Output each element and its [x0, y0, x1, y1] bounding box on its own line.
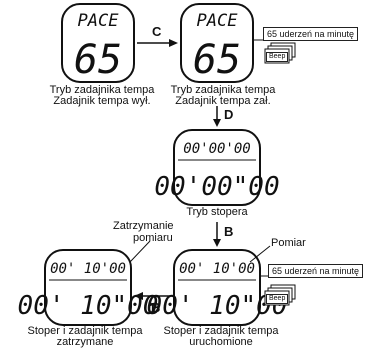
caption-running: Stoper i zadajnik tempa uruchomione [141, 326, 301, 348]
arrow-b-down-label: B [224, 224, 234, 239]
lcd-frame-stopped [44, 249, 132, 326]
lcd-frame-stopwatch [173, 129, 261, 206]
caption-pace-on-line1: Tryb zadajnika tempa [170, 84, 276, 96]
leader-measurement [249, 245, 271, 263]
lcd-frame-pace-on [180, 3, 254, 83]
beep-label-top: Beep [266, 52, 289, 62]
bpm-callout-bottom: 65 uderzeń na minutę [268, 264, 364, 278]
stop-measure-label-line2: pomiaru [133, 232, 173, 244]
caption-running-line1: Stoper i zadajnik tempa [163, 325, 279, 337]
caption-pace-off: Tryb zadajnika tempa Zadajnik tempa wył. [22, 85, 182, 107]
arrow-c-label: C [152, 24, 162, 39]
stopwatch-top: 00'00'00 [183, 141, 250, 157]
arrow-b-down [213, 222, 221, 247]
caption-pace-on: Tryb zadajnika tempa Zadajnik tempa zał. [143, 85, 303, 107]
arrow-d [213, 106, 221, 127]
lcd-frame-running [173, 249, 261, 326]
leader-stop-measure [129, 240, 151, 263]
stopped-top: 00' 10'00 [50, 261, 126, 277]
arrow-b-left [134, 292, 170, 300]
pace-on-main: 65 [193, 37, 241, 83]
stopwatch-main: 00'00"00 [154, 172, 279, 202]
pace-on-top: PACE [197, 11, 239, 31]
arrow-c [137, 39, 178, 47]
measurement-label: Pomiar [271, 237, 306, 249]
running-top: 00' 10'00 [179, 261, 255, 277]
arrow-b-left-label: B [151, 300, 161, 315]
lcd-frame-pace-off [61, 3, 135, 83]
caption-stopwatch: Tryb stopera [186, 206, 248, 218]
caption-pace-off-line1: Tryb zadajnika tempa [49, 84, 155, 96]
beep-label-bottom: Beep [266, 294, 289, 304]
bpm-callout-top: 65 uderzeń na minutę [263, 27, 359, 41]
arrow-d-label: D [224, 107, 234, 122]
caption-running-line2: uruchomione [189, 336, 253, 348]
pace-off-main: 65 [74, 37, 122, 83]
caption-stopped-line1: Stoper i zadajnik tempa [27, 325, 143, 337]
caption-pace-on-line2: Zadajnik tempa zał. [175, 95, 271, 107]
pace-off-top: PACE [78, 11, 120, 31]
caption-pace-off-line2: Zadajnik tempa wył. [53, 95, 151, 107]
running-main: 00' 10"00 [147, 291, 288, 321]
stop-measure-label-line1: Zatrzymanie [113, 220, 174, 232]
